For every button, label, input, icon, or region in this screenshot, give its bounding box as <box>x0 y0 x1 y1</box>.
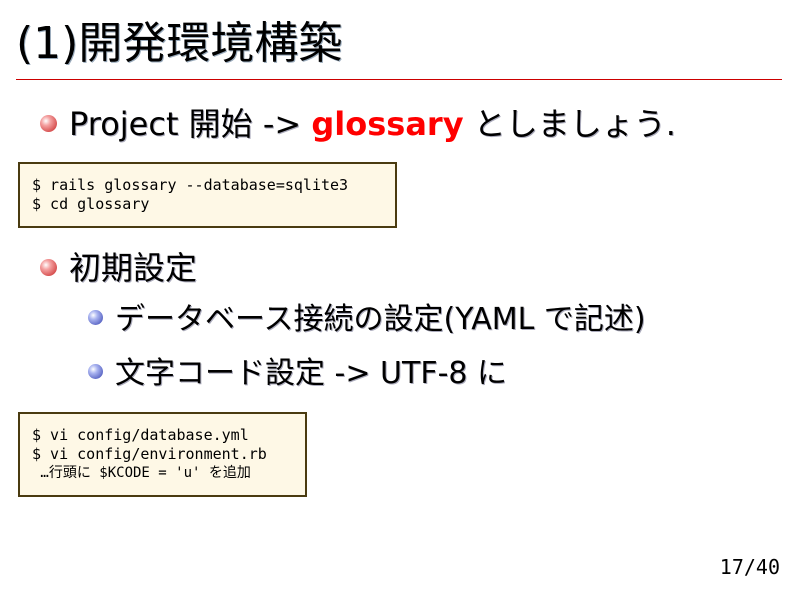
blue-bullet-icon <box>88 310 103 325</box>
sub-bullet-text: データベース接続の設定(YAML で記述) <box>115 302 646 337</box>
code-line: $ vi config/database.yml <box>32 426 249 444</box>
sub-bullet-db: データベース接続の設定(YAML で記述) <box>88 300 646 340</box>
code-line: $ rails glossary --database=sqlite3 <box>32 176 349 194</box>
code-line: $ cd glossary <box>32 195 150 213</box>
bullet-text: Project 開始 -> <box>69 105 312 143</box>
bullet-initial-setup: 初期設定 <box>40 248 197 288</box>
code-block-2: $ vi config/database.yml$ vi config/envi… <box>18 412 307 497</box>
bullet-project-start: Project 開始 -> glossary としましょう. <box>40 104 676 144</box>
sub-bullet-text: 文字コード設定 -> UTF-8 に <box>115 356 508 391</box>
slide-title: (1)開発環境構築 <box>16 18 343 69</box>
blue-bullet-icon <box>88 364 103 379</box>
red-bullet-icon <box>40 258 57 276</box>
bullet-text: 初期設定 <box>69 249 198 287</box>
code-line: …行頭に $KCODE = 'u' を追加 <box>32 465 251 481</box>
page-number: 17/40 <box>719 555 780 579</box>
code-block-1: $ rails glossary --database=sqlite3$ cd … <box>18 162 397 228</box>
sub-bullet-encoding: 文字コード設定 -> UTF-8 に <box>88 354 507 394</box>
code-line: $ vi config/environment.rb <box>32 445 267 463</box>
highlight-text: glossary <box>311 105 464 143</box>
red-bullet-icon <box>40 114 57 132</box>
title-rule <box>16 79 782 80</box>
bullet-text-end: としましょう. <box>463 105 676 143</box>
